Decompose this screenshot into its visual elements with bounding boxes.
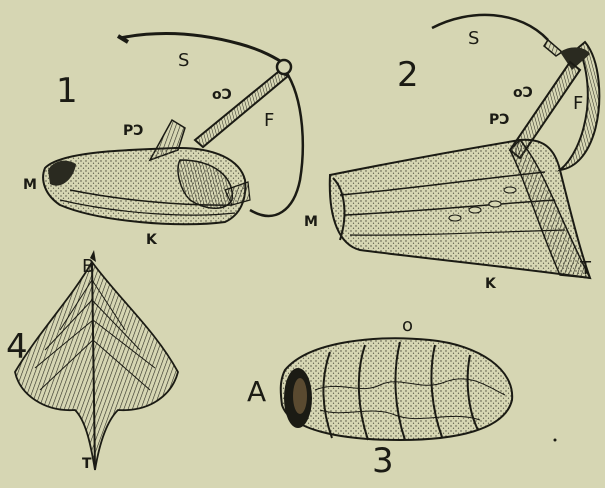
fig2-label-f: F	[573, 95, 583, 113]
fig2-number: 2	[397, 58, 419, 92]
fig4-label-b: B	[82, 258, 94, 276]
fig2-label-m: M	[304, 215, 318, 229]
fig3-number: 3	[372, 444, 394, 478]
figure-3	[281, 338, 512, 440]
fig3-label-o: o	[402, 317, 413, 335]
fig1-label-s: S	[178, 52, 189, 70]
fig4-number: 4	[6, 330, 28, 364]
fig1-number: 1	[56, 74, 78, 108]
fig1-label-pc: PƆ	[123, 124, 144, 138]
fig1-label-m: M	[23, 178, 37, 192]
fig3-label-a: A	[247, 378, 266, 406]
figure-2	[330, 15, 600, 278]
fig1-label-oc: oƆ	[212, 88, 232, 102]
fig2-label-t: T	[580, 260, 591, 278]
fig2-label-pc: PƆ	[489, 113, 510, 127]
fig1-label-k: K	[146, 233, 157, 247]
fig2-label-oc: oƆ	[513, 86, 533, 100]
figure-4	[15, 250, 178, 470]
fig2-label-s: S	[468, 30, 479, 48]
fig1-label-f: F	[264, 112, 274, 130]
speck	[554, 439, 557, 442]
fig2-label-k: K	[485, 277, 496, 291]
fig4-label-t: T	[82, 457, 92, 471]
